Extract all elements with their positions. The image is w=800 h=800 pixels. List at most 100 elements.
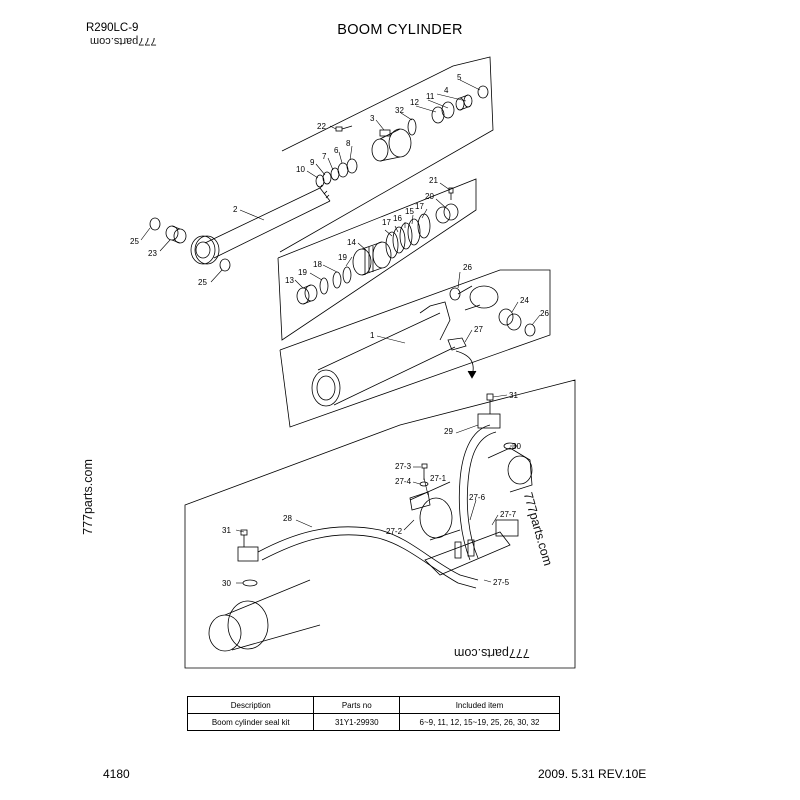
callout-15: 15 bbox=[405, 207, 414, 216]
rod-group-frame bbox=[279, 56, 494, 253]
callout-27: 27 bbox=[474, 325, 483, 334]
callout-23: 23 bbox=[148, 249, 157, 258]
callout-1: 1 bbox=[370, 331, 375, 340]
watermark: 777parts.com bbox=[81, 459, 95, 535]
cushion-ring-13 bbox=[296, 284, 318, 305]
callout-4: 4 bbox=[444, 86, 449, 95]
callout-29: 29 bbox=[444, 427, 453, 436]
callout-6: 6 bbox=[334, 146, 339, 155]
callout-12: 12 bbox=[410, 98, 419, 107]
table-row: Boom cylinder seal kit 31Y1-29930 6~9, 1… bbox=[186, 713, 560, 731]
backup-ring-18 bbox=[332, 271, 342, 289]
flange-block-left bbox=[237, 529, 259, 562]
callout-21: 21 bbox=[429, 176, 438, 185]
detail-rod-end bbox=[487, 447, 533, 493]
rod-seal-stack bbox=[315, 158, 358, 188]
detail-inset-frame bbox=[184, 379, 576, 669]
callout-26-right: 26 bbox=[540, 309, 549, 318]
backup-ring-12 bbox=[431, 106, 445, 124]
callout-26-top: 26 bbox=[463, 263, 472, 272]
cell-description: Boom cylinder seal kit bbox=[186, 713, 315, 731]
tube-group-frame bbox=[279, 269, 551, 428]
leader-lines bbox=[140, 79, 541, 584]
piston-group-frame bbox=[277, 178, 477, 341]
callout-13: 13 bbox=[285, 276, 294, 285]
callout-22: 22 bbox=[317, 122, 326, 131]
callout-19-right: 19 bbox=[338, 253, 347, 262]
o-ring-32 bbox=[407, 118, 417, 136]
page-title: BOOM CYLINDER bbox=[337, 22, 463, 38]
callout-11: 11 bbox=[426, 92, 435, 101]
pipe-bracket-27 bbox=[447, 337, 467, 351]
bushing-23 bbox=[165, 225, 187, 244]
callout-5: 5 bbox=[457, 73, 462, 82]
detail-arrow-head bbox=[467, 370, 477, 379]
callout-28: 28 bbox=[283, 514, 292, 523]
bushing-4 bbox=[455, 94, 473, 111]
piston-rod bbox=[190, 184, 331, 265]
model-code: R290LC-9 bbox=[86, 22, 139, 34]
callout-3: 3 bbox=[370, 114, 375, 123]
callout-25-right: 25 bbox=[198, 278, 207, 287]
revision-date: 2009. 5.31 REV.10E bbox=[538, 767, 647, 781]
piston-nut-20 bbox=[435, 203, 459, 224]
o-ring-19-b bbox=[342, 266, 352, 284]
callout-17-right: 17 bbox=[415, 202, 424, 211]
pipe-29 bbox=[458, 424, 497, 561]
o-ring-30-left bbox=[242, 579, 258, 587]
callout-9: 9 bbox=[310, 158, 315, 167]
dust-seal-26-b bbox=[524, 323, 536, 337]
callout-31-top: 31 bbox=[509, 391, 518, 400]
bolt-22 bbox=[335, 125, 353, 132]
page-number: 4180 bbox=[103, 767, 130, 781]
callout-27-2: 27-2 bbox=[386, 527, 403, 536]
callout-27-5: 27-5 bbox=[493, 578, 510, 587]
callout-10: 10 bbox=[296, 165, 305, 174]
callout-30-top: 30 bbox=[512, 442, 521, 451]
bolt-27-3 bbox=[421, 463, 428, 480]
dust-seal-25-right bbox=[219, 258, 231, 272]
callout-19-left: 19 bbox=[298, 268, 307, 277]
clamp-assembly bbox=[424, 519, 519, 576]
cell-included-item: 6~9, 11, 12, 15~19, 25, 26, 30, 32 bbox=[399, 713, 560, 731]
callout-20: 20 bbox=[425, 192, 434, 201]
flange-block-top bbox=[477, 393, 501, 429]
o-ring-11 bbox=[441, 101, 455, 119]
callout-32: 32 bbox=[395, 106, 404, 115]
callout-27-3: 27-3 bbox=[395, 462, 412, 471]
callout-17-left: 17 bbox=[382, 218, 391, 227]
cylinder-tube bbox=[311, 285, 499, 407]
callout-24: 24 bbox=[520, 296, 529, 305]
callout-18: 18 bbox=[313, 260, 322, 269]
table-header-row: Description Parts no Included item bbox=[186, 696, 560, 714]
callout-30-left: 30 bbox=[222, 579, 231, 588]
column-header-included-item: Included item bbox=[399, 696, 560, 714]
callout-27-6: 27-6 bbox=[469, 493, 486, 502]
dust-seal-26-a bbox=[449, 287, 461, 301]
piston-14 bbox=[352, 241, 392, 276]
callout-31-left: 31 bbox=[222, 526, 231, 535]
callout-25-left: 25 bbox=[130, 237, 139, 246]
callout-27-1: 27-1 bbox=[430, 474, 447, 483]
rod-cover-3 bbox=[371, 128, 412, 162]
dust-seal-25-left bbox=[149, 217, 161, 231]
clamp-27-1 bbox=[409, 491, 431, 511]
bushing-24 bbox=[498, 308, 522, 331]
column-header-description: Description bbox=[186, 696, 315, 714]
detail-cylinder-body bbox=[208, 481, 461, 652]
callout-27-7: 27-7 bbox=[500, 510, 517, 519]
callout-8: 8 bbox=[346, 139, 351, 148]
callout-labels: 5 4 11 12 32 3 22 8 6 7 9 10 2 25 23 25 … bbox=[130, 73, 549, 588]
column-header-parts-no: Parts no bbox=[313, 696, 401, 714]
watermark: 777parts.com bbox=[454, 646, 530, 660]
callout-2: 2 bbox=[233, 205, 238, 214]
o-ring-19-a bbox=[319, 277, 329, 295]
washer-27-4 bbox=[419, 481, 429, 487]
callout-7: 7 bbox=[322, 152, 327, 161]
retaining-ring-5 bbox=[477, 85, 489, 99]
seal-kit-table: Description Parts no Included item Boom … bbox=[186, 696, 560, 731]
callout-27-4: 27-4 bbox=[395, 477, 412, 486]
callout-14: 14 bbox=[347, 238, 356, 247]
piston-seals bbox=[385, 213, 431, 259]
